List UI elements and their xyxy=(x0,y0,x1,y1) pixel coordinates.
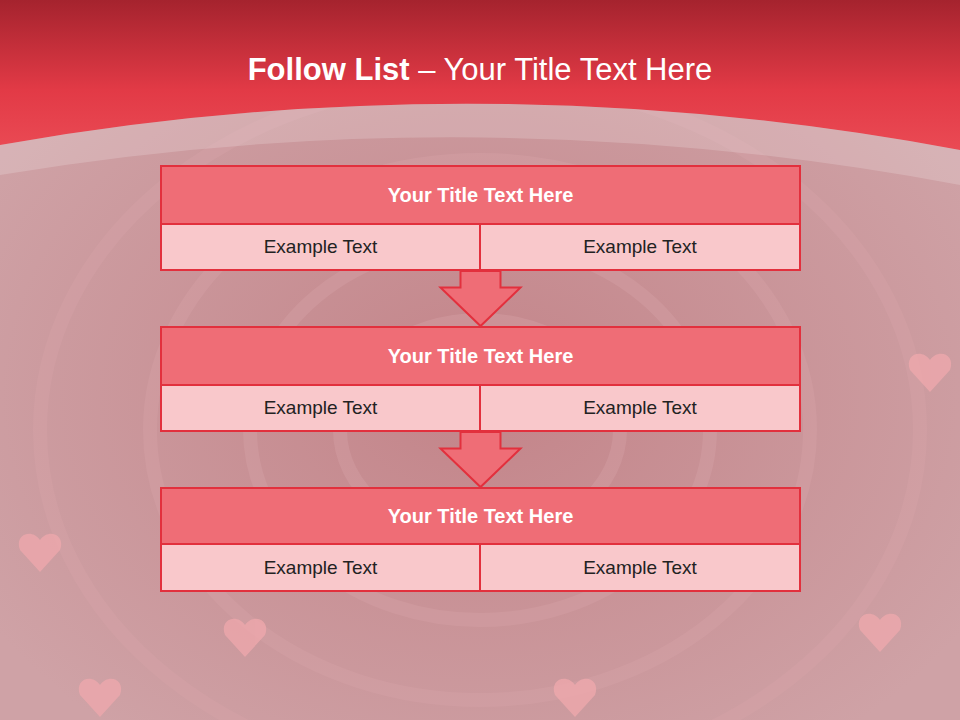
slide-title: Follow List xyxy=(248,52,410,87)
block-arrow xyxy=(441,271,521,326)
step-title: Your Title Text Here xyxy=(388,184,574,207)
step-cell: Example Text xyxy=(162,225,481,269)
step-header: Your Title Text Here xyxy=(162,489,799,545)
step-header: Your Title Text Here xyxy=(162,328,799,386)
cell-text: Example Text xyxy=(264,397,378,419)
step-box: Your Title Text HereExample Text Example … xyxy=(160,326,801,432)
step-box: Your Title Text HereExample Text Example … xyxy=(160,487,801,592)
step-cell: Example Text xyxy=(481,386,799,430)
step-title: Your Title Text Here xyxy=(388,345,574,368)
block-arrow xyxy=(441,432,521,487)
cell-text: Example Text xyxy=(264,557,378,579)
step-cell: Example Text xyxy=(162,386,481,430)
step-cell: Example Text xyxy=(162,545,481,590)
step-title: Your Title Text Here xyxy=(388,505,574,528)
heading: Follow List – Your Title Text Here xyxy=(0,52,960,88)
step-header: Your Title Text Here xyxy=(162,167,799,225)
step-cell: Example Text xyxy=(481,545,799,590)
step-box: Your Title Text HereExample Text Example … xyxy=(160,165,801,271)
slide-subtitle: – Your Title Text Here xyxy=(418,52,712,87)
cell-text: Example Text xyxy=(264,236,378,258)
cell-text: Example Text xyxy=(583,557,697,579)
step-cell: Example Text xyxy=(481,225,799,269)
cell-text: Example Text xyxy=(583,236,697,258)
cell-text: Example Text xyxy=(583,397,697,419)
